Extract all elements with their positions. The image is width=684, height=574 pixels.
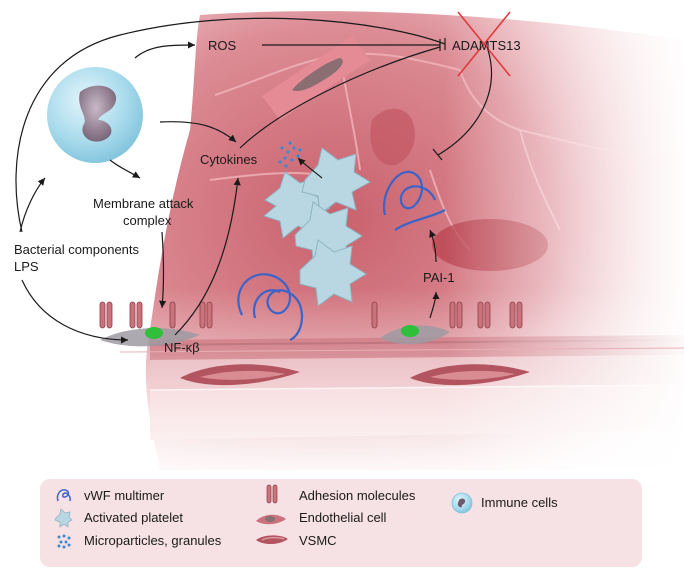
legend-vwf: vWF multimer [84,488,165,503]
vwf-multimer-icon [56,489,71,502]
label-pai1: PAI-1 [423,270,455,285]
arrow-immune-to-mac [109,159,141,179]
arrow-endothelial-to-pai1 [429,291,440,319]
vsmc-cells [119,347,684,386]
endothelial-cell-icon [256,514,286,525]
arrow-bacterial-to-adamts13 [15,17,446,233]
label-bacterial-line1: Bacterial components [14,242,140,257]
legend-panel: vWF multimer Activated platelet Micropar… [40,479,642,567]
arrow-mac-to-nfkb [159,231,167,309]
pathway-arrows [15,17,492,344]
vsmc-icon [256,535,288,545]
legend-immune: Immune cells [481,495,558,510]
legend-adhesion: Adhesion molecules [299,488,416,503]
adamts13-cross [457,11,511,77]
adhesion-molecules [99,301,523,329]
arrow-pai1-to-vwf [429,229,437,263]
vwf-multimers [237,170,446,341]
activated-platelets [262,147,371,307]
legend-vsmc: VSMC [299,533,337,548]
legend-endothelial: Endothelial cell [299,510,387,525]
activated-platelet-icon [54,508,73,528]
arrow-cytokines-to-adamts13 [239,46,441,149]
nucleus-green-right [401,325,419,337]
label-mac-line2: complex [123,213,172,228]
label-bacterial-line2: LPS [14,259,39,274]
microparticles [278,141,302,168]
label-adamts13: ADAMTS13 [452,38,521,53]
label-nfkb: NF-κβ [164,340,200,355]
label-ros: ROS [208,38,237,53]
label-cytokines: Cytokines [200,152,258,167]
nucleus-green-left [145,327,163,339]
legend-microparticles: Microparticles, granules [84,533,222,548]
arrow-immune-to-ros [134,41,196,59]
adhesion-molecules-icon [266,484,278,504]
immune-cell [47,67,143,163]
legend-platelet: Activated platelet [84,510,184,525]
microparticles-icon [57,534,71,549]
arrow-adamts13-to-vwf [437,49,492,156]
immune-cells-icon [451,492,473,514]
arrow-platelet-to-cytokines [297,157,323,179]
arrow-immune-to-cytokines [159,121,237,143]
arrow-nfkb-to-cytokines [174,177,241,336]
arrow-lps-to-endothelial [21,279,129,344]
arrow-bacterial-to-immune [19,177,46,233]
label-mac-line1: Membrane attack [93,196,194,211]
